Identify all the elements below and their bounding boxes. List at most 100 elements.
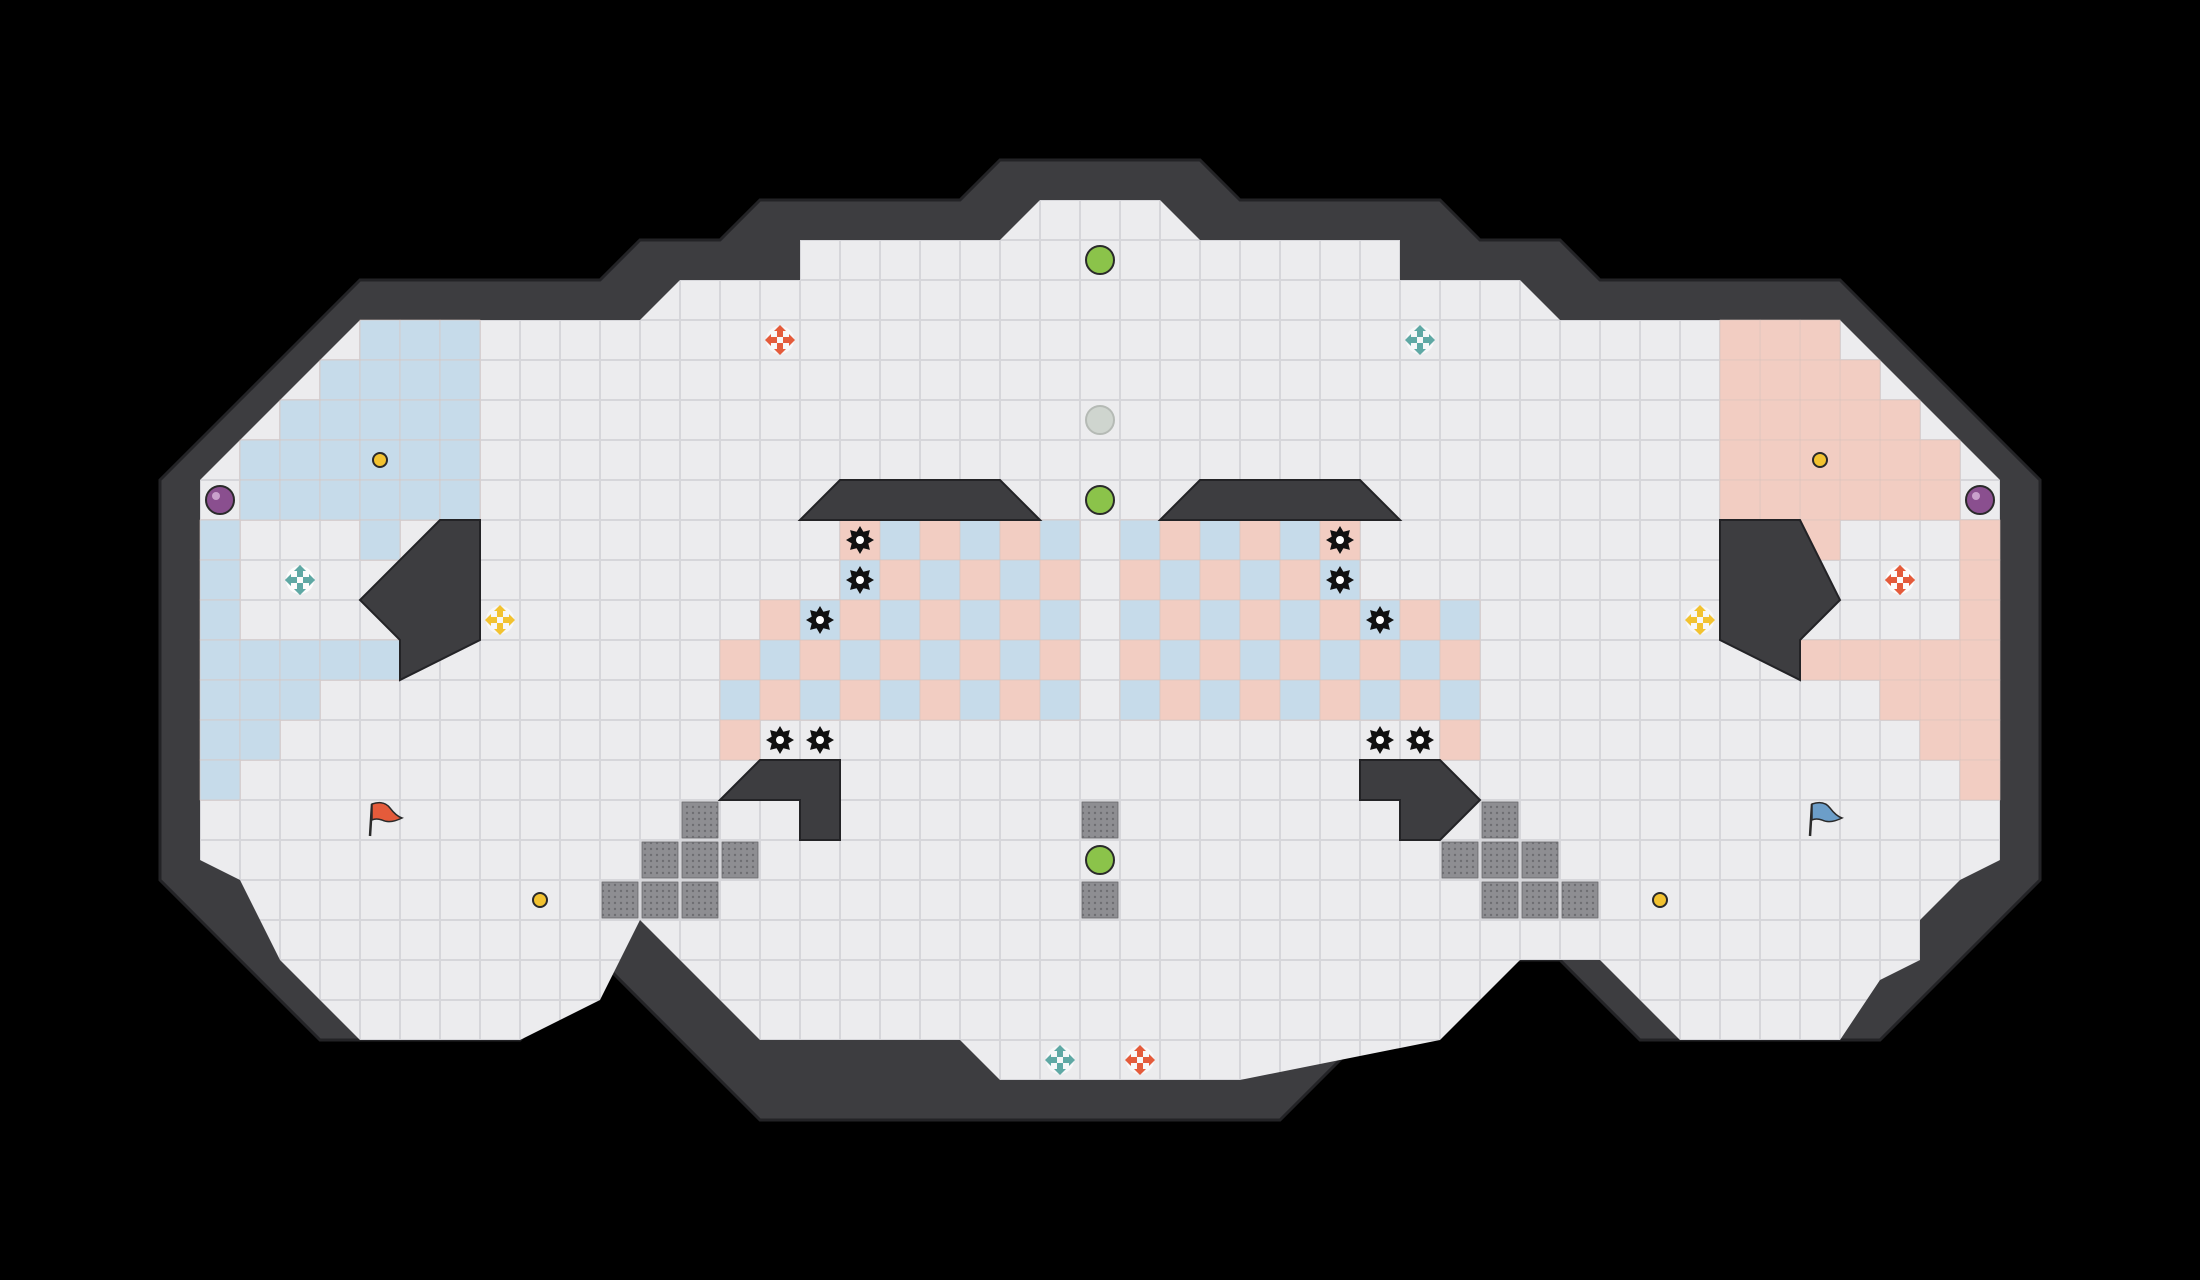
center-zone-tile	[959, 639, 1001, 681]
red-zone-tile	[1719, 359, 1761, 401]
center-zone-tile	[1039, 559, 1081, 601]
gate-tile	[1481, 881, 1519, 919]
blue-zone-tile	[439, 479, 481, 521]
gate-tile	[1081, 881, 1119, 919]
center-zone-tile	[1239, 679, 1281, 721]
blue-zone-tile	[359, 319, 401, 361]
center-zone-tile	[919, 559, 961, 601]
blue-zone-tile	[319, 439, 361, 481]
center-zone-tile	[1439, 719, 1481, 761]
inner-wall	[797, 479, 1043, 521]
center-zone-tile	[1159, 679, 1201, 721]
center-zone-tile	[1039, 519, 1081, 561]
red-zone-tile	[1799, 639, 1841, 681]
center-zone-tile	[1279, 559, 1321, 601]
center-zone-tile	[1319, 679, 1361, 721]
center-zone-tile	[1159, 519, 1201, 561]
center-zone-tile	[1199, 599, 1241, 641]
red-zone-tile	[1959, 719, 2001, 761]
red-zone-tile	[1759, 399, 1801, 441]
gate-tile	[681, 881, 719, 919]
red-zone-tile	[1719, 319, 1761, 361]
spike-icon	[1326, 526, 1354, 554]
spike-icon	[846, 566, 874, 594]
center-zone-tile	[959, 519, 1001, 561]
center-zone-tile	[1439, 599, 1481, 641]
red-zone-tile	[1759, 319, 1801, 361]
blue-zone-tile	[319, 399, 361, 441]
center-zone-tile	[1279, 519, 1321, 561]
red-zone-tile	[1799, 359, 1841, 401]
center-zone-tile	[799, 679, 841, 721]
center-zone-tile	[1279, 639, 1321, 681]
gate-tile	[681, 801, 719, 839]
red-zone-tile	[1719, 479, 1761, 521]
powerup-icon	[1085, 845, 1115, 875]
center-zone-tile	[1159, 639, 1201, 681]
blue-zone-tile	[239, 639, 281, 681]
red-zone-tile	[1919, 719, 1961, 761]
blue-zone-tile	[439, 439, 481, 481]
blue-zone-tile	[239, 679, 281, 721]
center-zone-tile	[959, 559, 1001, 601]
blue-zone-tile	[359, 359, 401, 401]
center-zone-tile	[1039, 599, 1081, 641]
blue-zone-tile	[239, 479, 281, 521]
red-flag-icon	[368, 801, 404, 837]
gate-tile	[1521, 841, 1559, 879]
gate-tile	[641, 841, 679, 879]
red-zone-tile	[1839, 479, 1881, 521]
blue-zone-tile	[199, 679, 241, 721]
red-zone-tile	[1799, 319, 1841, 361]
pickup-dot-icon	[532, 892, 548, 908]
center-zone-tile	[879, 639, 921, 681]
blue-zone-tile	[319, 479, 361, 521]
center-zone-tile	[759, 639, 801, 681]
center-zone-tile	[1119, 639, 1161, 681]
red-boost-icon	[765, 325, 795, 355]
spike-icon	[766, 726, 794, 754]
center-zone-tile	[999, 639, 1041, 681]
red-zone-tile	[1879, 479, 1921, 521]
blue-zone-tile	[279, 479, 321, 521]
center-zone-tile	[759, 599, 801, 641]
red-zone-tile	[1759, 479, 1801, 521]
powerup-icon	[1085, 405, 1115, 435]
center-zone-tile	[1319, 639, 1361, 681]
center-zone-tile	[999, 559, 1041, 601]
blue-zone-tile	[439, 399, 481, 441]
blue-zone-tile	[399, 479, 441, 521]
blue-zone-tile	[399, 399, 441, 441]
bomb-icon	[1965, 485, 1995, 515]
center-zone-tile	[999, 679, 1041, 721]
blue-zone-tile	[239, 719, 281, 761]
center-zone-tile	[1199, 639, 1241, 681]
red-zone-tile	[1959, 519, 2001, 561]
center-zone-tile	[919, 639, 961, 681]
center-zone-tile	[919, 679, 961, 721]
red-boost-icon	[1125, 1045, 1155, 1075]
blue-zone-tile	[199, 759, 241, 801]
center-zone-tile	[1119, 559, 1161, 601]
blue-zone-tile	[359, 519, 401, 561]
red-zone-tile	[1879, 439, 1921, 481]
blue-zone-tile	[279, 639, 321, 681]
inner-wall	[1719, 519, 1842, 682]
blue-zone-tile	[359, 479, 401, 521]
spike-icon	[1366, 606, 1394, 634]
spike-icon	[1406, 726, 1434, 754]
red-zone-tile	[1959, 559, 2001, 601]
blue-zone-tile	[359, 639, 401, 681]
red-zone-tile	[1959, 639, 2001, 681]
red-zone-tile	[1839, 399, 1881, 441]
center-zone-tile	[1399, 599, 1441, 641]
red-boost-icon	[1885, 565, 1915, 595]
center-zone-tile	[1039, 679, 1081, 721]
center-zone-tile	[839, 679, 881, 721]
center-zone-tile	[879, 519, 921, 561]
inner-wall	[717, 759, 841, 841]
gate-tile	[1521, 881, 1559, 919]
center-zone-tile	[1279, 599, 1321, 641]
bomb-icon	[205, 485, 235, 515]
blue-zone-tile	[399, 439, 441, 481]
